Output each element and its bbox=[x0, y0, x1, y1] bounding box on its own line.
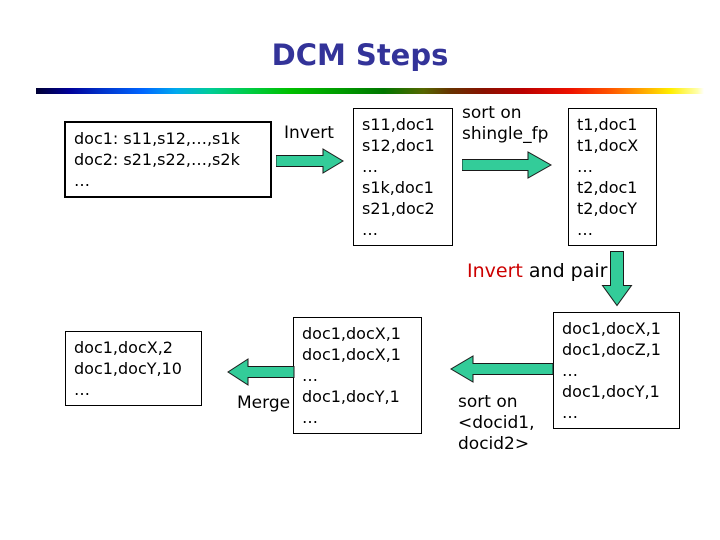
sort-docid-label: sort on <docid1, docid2> bbox=[458, 392, 535, 454]
inverted-list-box: s11,doc1 s12,doc1 … s1k,doc1 s21,doc2 … bbox=[353, 108, 453, 246]
input-docs-box: doc1: s11,s12,…,s1k doc2: s21,s22,…,s2k … bbox=[64, 121, 272, 198]
sort-shingle-arrow-icon bbox=[462, 151, 552, 179]
and-pair-words: and pair bbox=[522, 260, 608, 282]
invert-word: Invert bbox=[467, 260, 523, 282]
merge-arrow-icon bbox=[227, 358, 295, 386]
sort-shingle-label: sort on shingle_fp bbox=[462, 103, 549, 144]
shingle-sorted-box: t1,doc1 t1,docX … t2,doc1 t2,docY … bbox=[568, 108, 657, 246]
merge-label: Merge bbox=[237, 393, 291, 413]
title-divider-bar bbox=[36, 88, 704, 94]
merged-counts-box: doc1,docX,2 doc1,docY,10 … bbox=[65, 331, 202, 406]
invert-and-pair-label: Invert and pair bbox=[467, 261, 607, 282]
doc-pairs-box: doc1,docX,1 doc1,docZ,1 … doc1,docY,1 … bbox=[553, 312, 680, 429]
invert-arrow-icon bbox=[276, 148, 344, 174]
sort-docid-arrow-icon bbox=[450, 355, 554, 383]
docid-sorted-box: doc1,docX,1 doc1,docX,1 … doc1,docY,1 … bbox=[293, 317, 422, 434]
invert-label: Invert bbox=[284, 123, 334, 143]
invert-pair-arrow-icon bbox=[601, 251, 633, 307]
slide-title: DCM Steps bbox=[271, 38, 449, 72]
